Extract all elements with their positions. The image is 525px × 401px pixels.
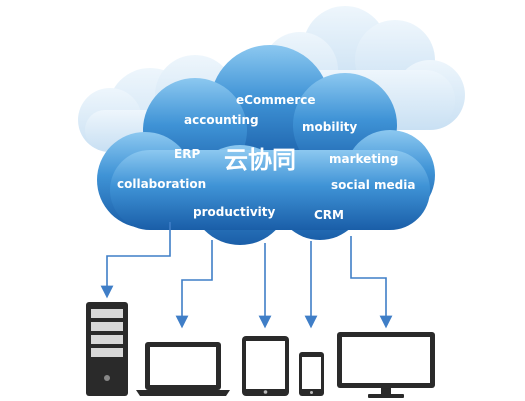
term-marketing: marketing bbox=[329, 152, 398, 166]
term-mobility: mobility bbox=[302, 120, 357, 134]
server-tower-icon bbox=[86, 302, 128, 396]
arrow-to-server bbox=[100, 222, 171, 299]
term-productivity: productivity bbox=[193, 205, 276, 219]
connector-arrows bbox=[100, 222, 393, 329]
laptop-icon bbox=[136, 342, 230, 396]
term-collaboration: collaboration bbox=[117, 177, 206, 191]
term-accounting: accounting bbox=[184, 113, 259, 127]
term-social-media: social media bbox=[331, 178, 415, 192]
main-cloud bbox=[97, 45, 435, 245]
arrow-to-monitor bbox=[350, 236, 393, 329]
title-text: 云协同 bbox=[224, 146, 296, 174]
smartphone-icon bbox=[299, 352, 324, 396]
arrow-to-laptop bbox=[175, 240, 213, 329]
term-erp: ERP bbox=[174, 147, 200, 161]
term-ecommerce: eCommerce bbox=[236, 93, 316, 107]
monitor-icon bbox=[337, 332, 435, 398]
tablet-icon bbox=[242, 336, 289, 396]
term-crm: CRM bbox=[314, 208, 344, 222]
